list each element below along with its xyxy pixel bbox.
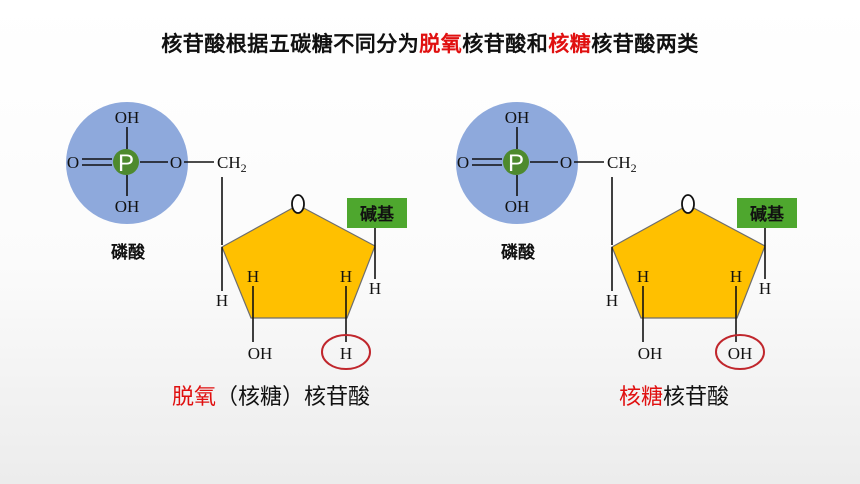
deoxy-nucleotide: P OH OH O O CH2 磷酸 H H H H OH H 碱基	[66, 102, 407, 370]
title-part-1: 核苷酸根据五碳糖不同分为	[161, 32, 420, 56]
page-title: 核苷酸根据五碳糖不同分为脱氧核苷酸和核糖核苷酸两类	[0, 28, 860, 58]
pentose-left	[221, 204, 376, 319]
base-label-right: 碱基	[750, 204, 785, 225]
h-c1-left: H	[369, 279, 381, 298]
highlight-circle-right	[715, 334, 765, 370]
caption-right: 核糖核苷酸	[619, 379, 729, 411]
oh-top-right: OH	[505, 108, 530, 127]
title-part-3: 核苷酸两类	[591, 32, 699, 56]
h-c2-left: H	[340, 267, 352, 286]
o-double-right: O	[457, 153, 469, 172]
ch2-right: CH2	[607, 153, 637, 175]
p-letter-right: P	[508, 150, 524, 177]
pentose-right	[611, 204, 766, 319]
ring-o-right	[681, 194, 695, 214]
base-label-left: 碱基	[360, 204, 395, 225]
base-box-left	[347, 198, 407, 228]
highlight-circle-left	[321, 334, 371, 370]
phosphate-label-right: 磷酸	[501, 242, 536, 263]
p-circle-right	[503, 149, 529, 175]
h-c4-left: H	[216, 291, 228, 310]
p-circle-left	[113, 149, 139, 175]
title-red-ribose: 核糖	[548, 32, 592, 56]
oh-c3-left: OH	[248, 344, 273, 363]
h-c1-right: H	[759, 279, 771, 298]
phosphate-label-left: 磷酸	[111, 242, 146, 263]
caption-left-rest: （核糖）核苷酸	[216, 385, 371, 410]
h-c2-right: H	[730, 267, 742, 286]
p-letter-left: P	[118, 150, 134, 177]
o-ester-right: O	[560, 153, 572, 172]
oh-bottom-right: OH	[505, 197, 530, 216]
ring-o-left	[291, 194, 305, 214]
c2-sub-right: OH	[728, 344, 753, 363]
caption-left: 脱氧（核糖）核苷酸	[172, 379, 370, 411]
title-part-2: 核苷酸和	[462, 32, 549, 56]
ch2-left: CH2	[217, 153, 247, 175]
o-double-left: O	[67, 153, 79, 172]
ribo-nucleotide: P OH OH O O CH2 磷酸 H H H H OH OH 碱基	[456, 102, 797, 370]
h-c4-right: H	[606, 291, 618, 310]
oh-top-left: OH	[115, 108, 140, 127]
o-ester-left: O	[170, 153, 182, 172]
c2-sub-left: H	[340, 344, 352, 363]
oh-c3-right: OH	[638, 344, 663, 363]
caption-left-red: 脱氧	[172, 385, 217, 410]
caption-right-red: 核糖	[619, 385, 664, 410]
oh-bottom-left: OH	[115, 197, 140, 216]
title-red-deoxy: 脱氧	[419, 32, 463, 56]
base-box-right	[737, 198, 797, 228]
h-c3-right: H	[637, 267, 649, 286]
caption-right-rest: 核苷酸	[663, 385, 730, 410]
h-c3-left: H	[247, 267, 259, 286]
